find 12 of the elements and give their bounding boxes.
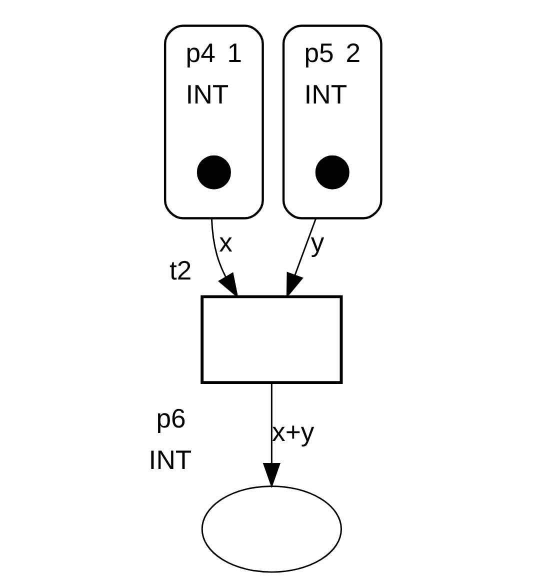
edge-label: x+y xyxy=(272,416,314,447)
node-label: 1 xyxy=(227,38,242,68)
node-label: p4 xyxy=(186,38,216,68)
node-label: 2 xyxy=(346,38,361,68)
node-label: INT xyxy=(148,445,192,476)
edge-label: x xyxy=(219,227,232,258)
node-label: INT xyxy=(186,79,229,110)
node-label: p6 xyxy=(156,404,186,434)
node-label: t2 xyxy=(170,256,192,286)
edge-label: y xyxy=(310,227,324,258)
node-label: p5 xyxy=(304,38,334,68)
node-label: INT xyxy=(304,79,348,110)
